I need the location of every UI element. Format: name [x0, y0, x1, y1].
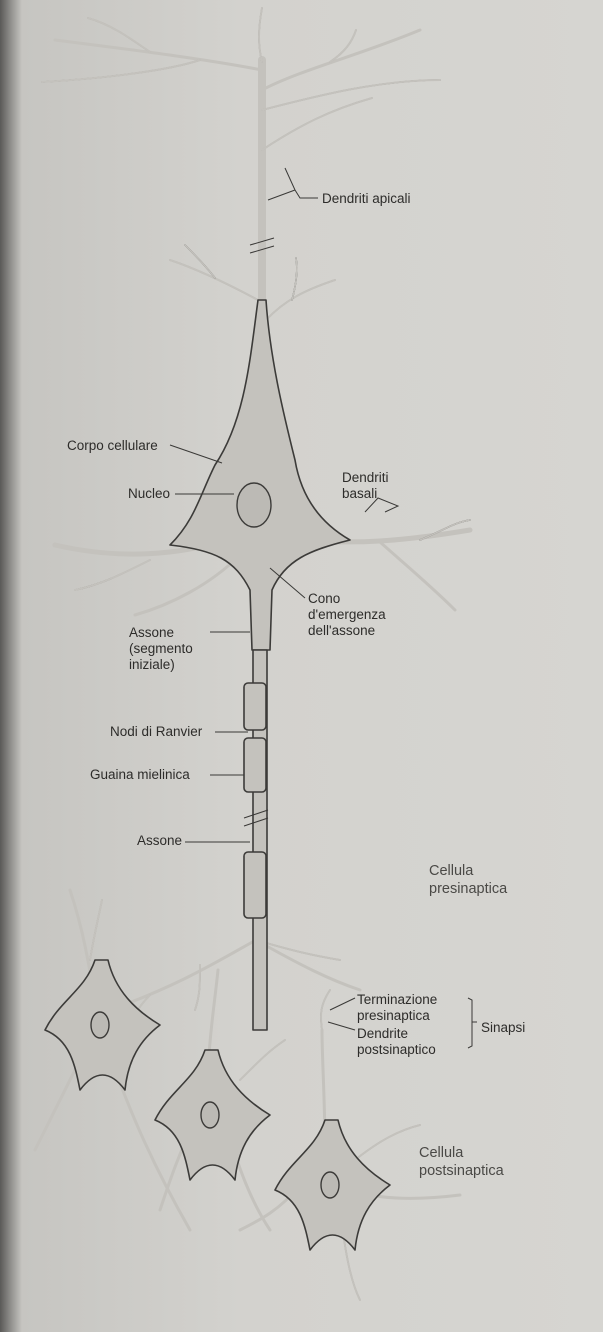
- terminal-branch-left-inner: [110, 940, 256, 1010]
- leader-terminazione: [330, 998, 355, 1010]
- terminal-branch-right-upper-inner: [256, 940, 340, 960]
- label-terminazione-presinaptica-line-2: presinaptica: [357, 1008, 437, 1024]
- apical-branch-left-lower-inner: [42, 60, 200, 82]
- label-cono-emergenza-line-2: d'emergenza: [308, 607, 386, 623]
- upper-basal-right-inner: [266, 280, 335, 320]
- terminal-branch-right-inner: [256, 940, 360, 990]
- main-nucleus: [237, 483, 271, 527]
- label-guaina-mielinica: Guaina mielinica: [90, 767, 190, 783]
- post1-apical-twig-inner: [90, 900, 102, 960]
- label-nucleo: Nucleo: [128, 486, 170, 502]
- label-dendriti-apicali: Dendriti apicali: [322, 191, 411, 207]
- label-cellula-presinaptica-line-2: presinaptica: [429, 880, 507, 898]
- apical-branch-left-lower: [42, 60, 200, 82]
- label-assone-segmento-iniziale-line-3: iniziale): [129, 657, 193, 673]
- terminal-branch-synapse-inner: [321, 990, 330, 1030]
- label-nodi-di-ranvier: Nodi di Ranvier: [110, 724, 202, 740]
- upper-basal-left-inner: [170, 260, 258, 300]
- upper-basal-left-twig-inner: [185, 245, 215, 278]
- label-cellula-postsinaptica: Cellula postsinaptica: [419, 1144, 504, 1180]
- label-cellula-presinaptica: Cellula presinaptica: [429, 862, 507, 898]
- label-assone-segmento-iniziale-line-2: (segmento: [129, 641, 193, 657]
- label-cellula-postsinaptica-line-1: Cellula: [419, 1144, 504, 1162]
- post2-dendrite-right-inner: [240, 1040, 285, 1080]
- myelin-sheath: [244, 683, 266, 730]
- label-sinapsi: Sinapsi: [481, 1020, 525, 1036]
- label-dendriti-basali: Dendriti basali: [342, 470, 389, 502]
- label-dendrite-postsinaptico: Dendrite postsinaptico: [357, 1026, 436, 1058]
- basal-left-twig-inner: [75, 560, 150, 590]
- upper-basal-right: [266, 280, 335, 320]
- post1-basal-left-inner: [35, 1060, 80, 1150]
- label-dendrite-postsinaptico-line-1: Dendrite: [357, 1026, 436, 1042]
- myelin-sheath: [244, 738, 266, 792]
- apical-branch-top-inner: [259, 8, 262, 62]
- label-assone-segmento-iniziale: Assone (segmento iniziale): [129, 625, 193, 673]
- label-terminazione-presinaptica-line-1: Terminazione: [357, 992, 437, 1008]
- postsynaptic-cell-3-nucleus: [321, 1172, 339, 1198]
- upper-basal-right-twig-inner: [292, 258, 297, 300]
- post3-dendrite-right-inner: [355, 1125, 420, 1160]
- leader-dendrite-postsinaptico: [328, 1022, 355, 1030]
- leader-dendriti-apicali: [285, 168, 318, 198]
- terminal-branch-left: [110, 940, 256, 1010]
- label-assone-segmento-iniziale-line-1: Assone: [129, 625, 193, 641]
- postsynaptic-cell-2-nucleus: [201, 1102, 219, 1128]
- label-assone: Assone: [137, 833, 182, 849]
- leader-dendriti-apicali-2: [268, 190, 295, 200]
- post3-dendrite-right: [355, 1125, 420, 1160]
- label-corpo-cellulare: Corpo cellulare: [67, 438, 158, 454]
- myelin-sheath: [244, 852, 266, 918]
- label-cono-emergenza-line-3: dell'assone: [308, 623, 386, 639]
- label-dendrite-postsinaptico-line-2: postsinaptico: [357, 1042, 436, 1058]
- basal-dendrite-left-lower-inner: [135, 555, 240, 615]
- label-cono-emergenza: Cono d'emergenza dell'assone: [308, 591, 386, 639]
- label-cellula-presinaptica-line-1: Cellula: [429, 862, 507, 880]
- label-dendriti-basali-line-1: Dendriti: [342, 470, 389, 486]
- label-dendriti-basali-line-2: basali: [342, 486, 389, 502]
- leader-corpo-cellulare: [170, 445, 222, 463]
- label-cono-emergenza-line-1: Cono: [308, 591, 386, 607]
- sinapsi-bracket: [468, 998, 477, 1048]
- label-cellula-postsinaptica-line-2: postsinaptica: [419, 1162, 504, 1180]
- apical-branch-right-top-inner: [262, 30, 420, 90]
- label-terminazione-presinaptica: Terminazione presinaptica: [357, 992, 437, 1024]
- basal-right-lower-inner: [380, 542, 455, 610]
- postsynaptic-cell-1-nucleus: [91, 1012, 109, 1038]
- apical-branch-left-top-inner: [55, 40, 262, 70]
- basal-dendrite-left-lower: [135, 555, 240, 615]
